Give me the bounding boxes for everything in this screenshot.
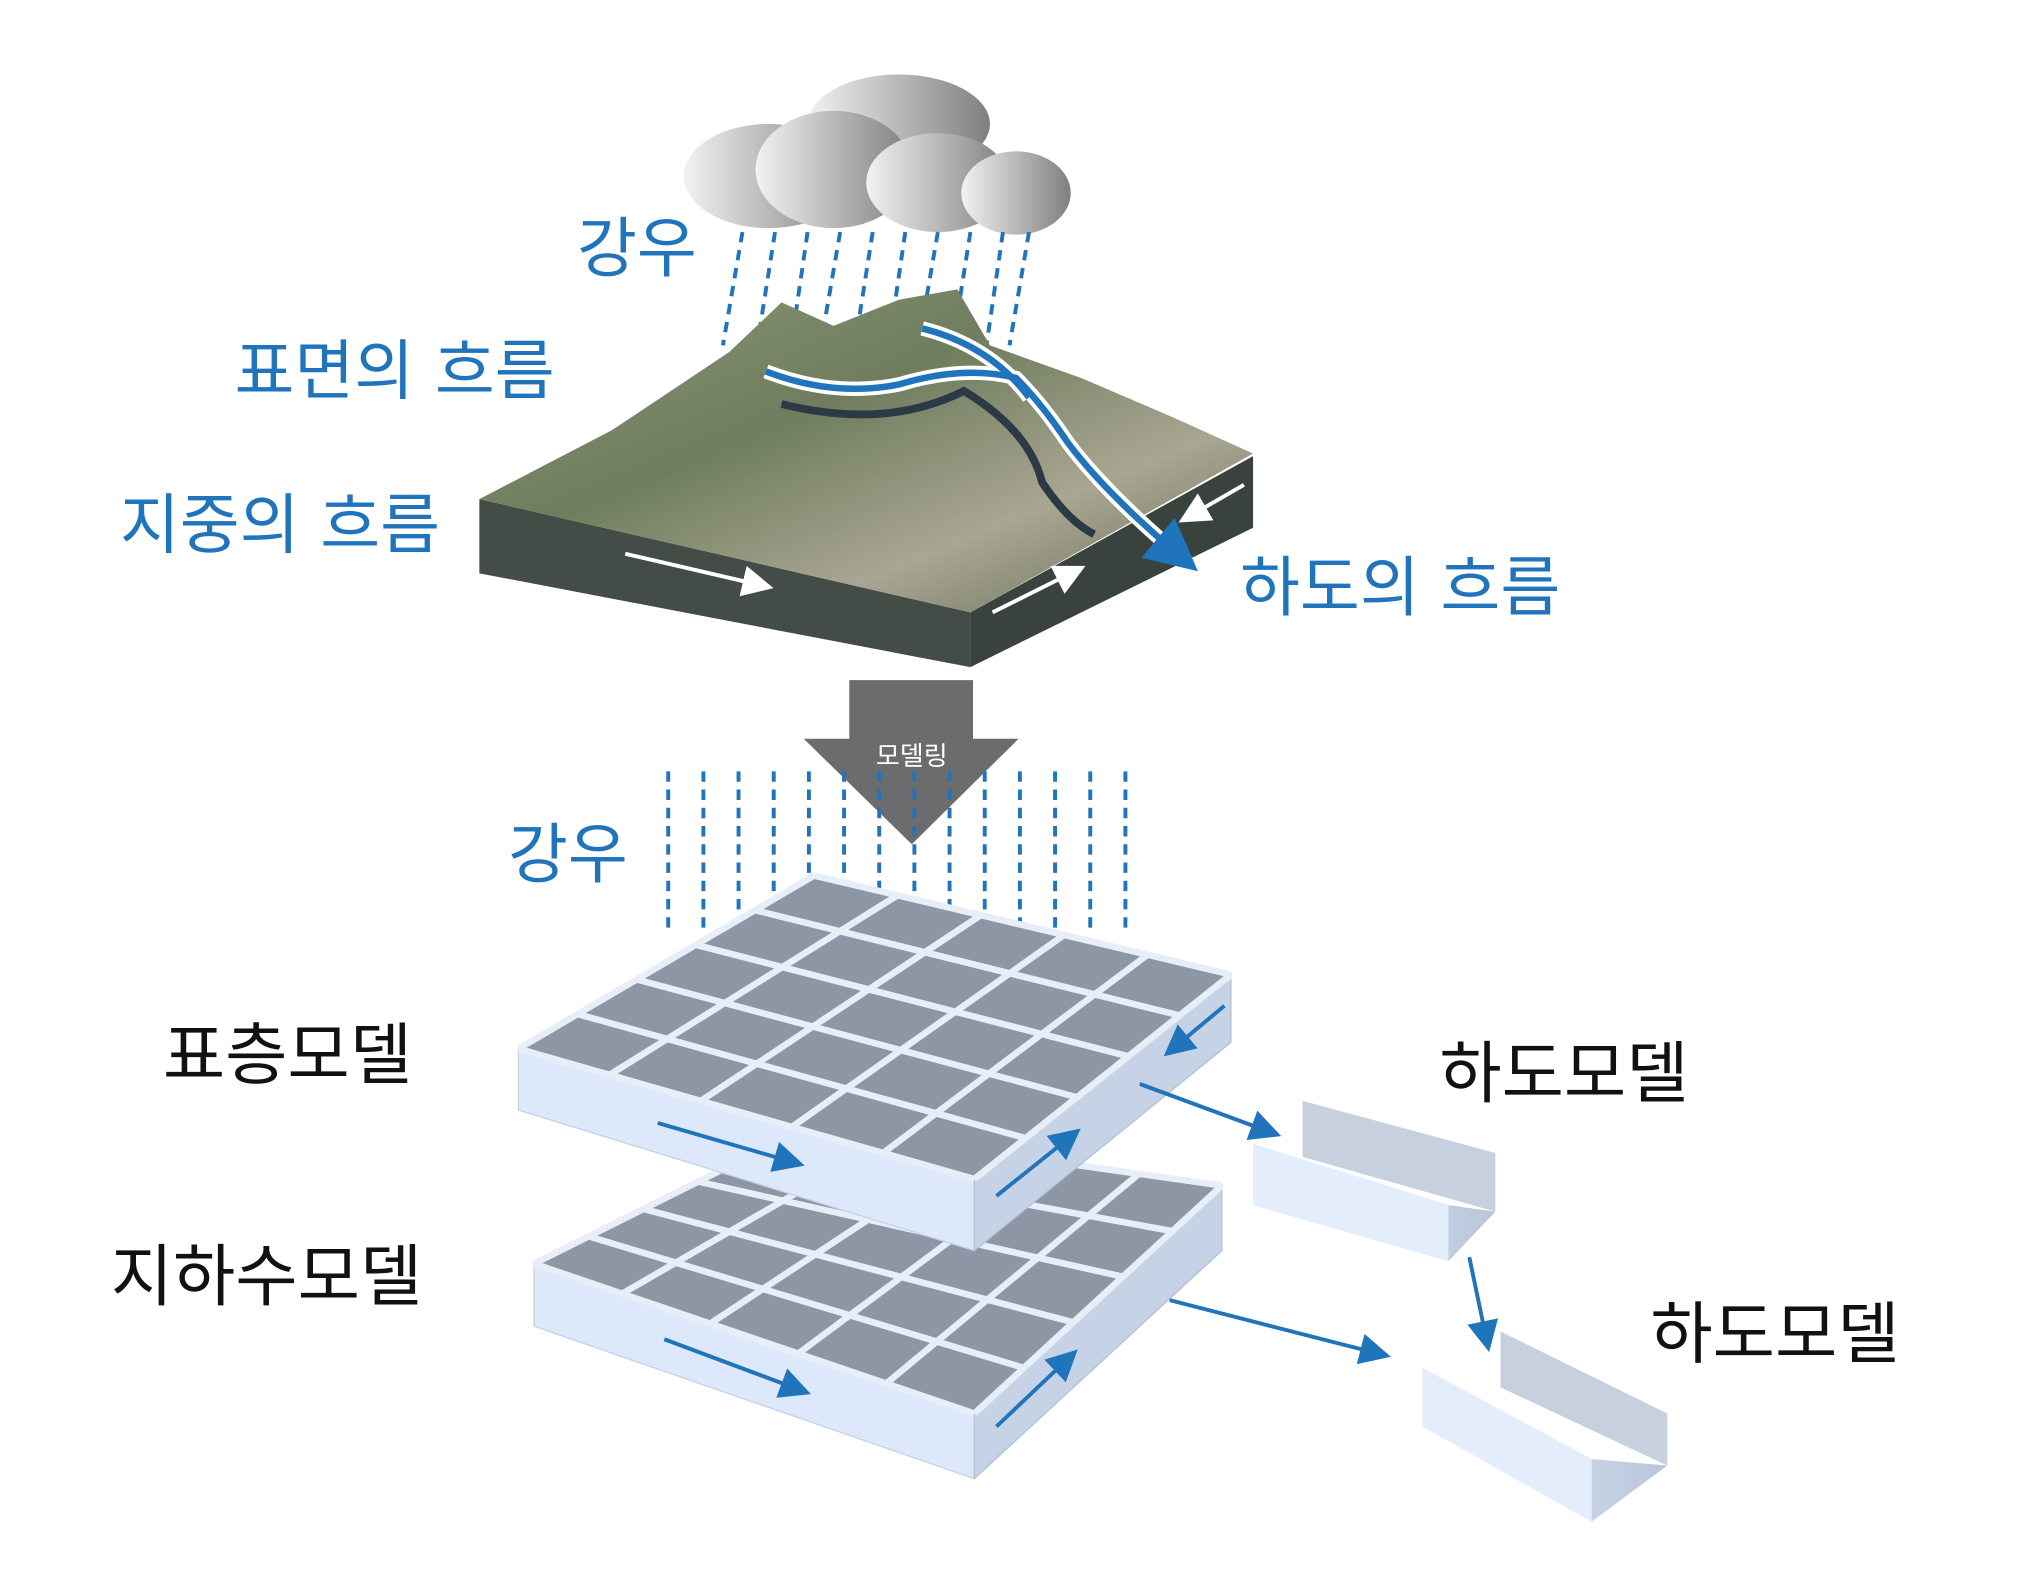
channel-flow-arrow bbox=[763, 321, 1198, 572]
rain-line bbox=[1007, 231, 1031, 346]
grid-wall bbox=[695, 941, 1130, 1060]
grid-wall bbox=[587, 1233, 1025, 1372]
grid-wall bbox=[533, 1260, 976, 1417]
grid-wall bbox=[635, 976, 1078, 1101]
grid-wall bbox=[881, 952, 1150, 1156]
rain-line bbox=[720, 231, 745, 346]
subsurface-flow-label: 지중의 흐름 bbox=[120, 488, 440, 563]
grid-wall bbox=[972, 1183, 1225, 1416]
flow-arrows bbox=[657, 1004, 1499, 1428]
channel-flow-label: 하도의 흐름 bbox=[1240, 551, 1560, 626]
grid-wall bbox=[642, 1205, 1075, 1326]
rain-label-bottom: 강우 bbox=[508, 818, 628, 893]
grid-wall bbox=[607, 892, 900, 1078]
rain-label-top: 강우 bbox=[577, 212, 697, 287]
grid-wall bbox=[790, 932, 1067, 1130]
grid-wall bbox=[576, 1010, 1027, 1142]
cloud-icon bbox=[683, 74, 1071, 235]
modeling-label: 모델링 bbox=[876, 742, 948, 772]
grid-wall bbox=[516, 872, 816, 1052]
surface-model-label: 표층모델 bbox=[163, 1016, 412, 1095]
rain-line bbox=[753, 231, 777, 357]
surface-flow-label: 표면의 흐름 bbox=[234, 335, 554, 410]
channel-model-2 bbox=[1422, 1331, 1668, 1522]
grid-wall bbox=[813, 872, 1232, 978]
channel-model-1 bbox=[1253, 1100, 1496, 1262]
modeling-arrow: 모델링 bbox=[803, 680, 1019, 845]
grid-wall bbox=[884, 1171, 1142, 1387]
rain-line bbox=[851, 231, 875, 357]
groundwater-model-label: 지하수모델 bbox=[111, 1237, 423, 1316]
grid-wall bbox=[754, 907, 1181, 1019]
grid-wall bbox=[517, 1045, 976, 1183]
channel-model-label-2: 하도모델 bbox=[1650, 1294, 1899, 1373]
grid-wall bbox=[972, 971, 1233, 1182]
grid-wall bbox=[698, 912, 983, 1104]
rain-line bbox=[948, 231, 973, 357]
terrain-block bbox=[479, 289, 1254, 668]
channel-model-label-1: 하도모델 bbox=[1439, 1034, 1688, 1113]
